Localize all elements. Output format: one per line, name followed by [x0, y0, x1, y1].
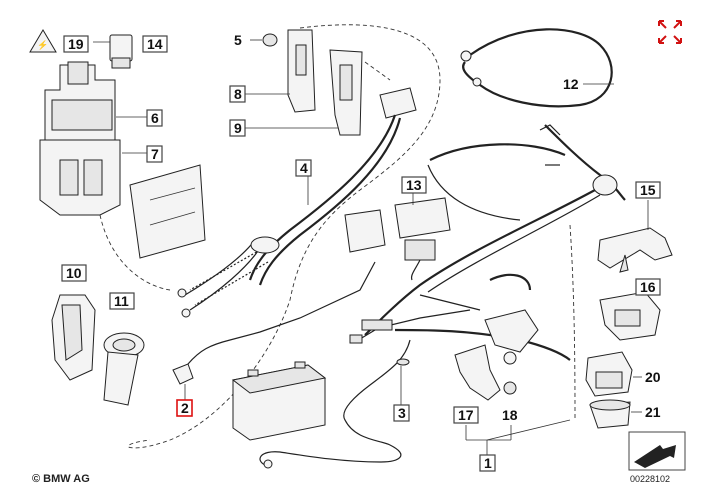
- part-18-nut: [503, 381, 517, 395]
- part-11-grommet: [103, 332, 145, 406]
- part-21-cap: [589, 399, 631, 429]
- label-16[interactable]: 16: [635, 278, 661, 296]
- part-12-ground-cable: [460, 28, 613, 108]
- label-14[interactable]: 14: [142, 35, 168, 53]
- part-number-8: 8: [234, 86, 242, 102]
- part-2-battery-terminal: [172, 261, 376, 385]
- label-17[interactable]: 17: [453, 406, 479, 424]
- label-20[interactable]: 20: [645, 369, 661, 385]
- grouping-outline-right: [569, 224, 576, 421]
- part-10-cover: [51, 294, 96, 381]
- part-3-cable: [259, 339, 411, 469]
- part-17-bracket: [454, 344, 501, 401]
- catalog-arrow-icon: [628, 431, 686, 471]
- part-number-15: 15: [640, 182, 656, 198]
- image-number: 00228102: [630, 474, 670, 484]
- grouping-outline: [127, 24, 441, 449]
- label-1[interactable]: 1: [479, 454, 496, 472]
- label-8[interactable]: 8: [229, 85, 246, 103]
- label-15[interactable]: 15: [635, 181, 661, 199]
- label-10[interactable]: 10: [61, 264, 87, 282]
- assembly-arrow: [364, 61, 391, 81]
- part-14-relay: [109, 34, 133, 69]
- label-11[interactable]: 11: [109, 292, 135, 310]
- part-16-relay-holder: [599, 291, 661, 341]
- part-number-3: 3: [398, 405, 406, 421]
- part-number-1: 1: [484, 455, 492, 471]
- part-number-5: 5: [234, 32, 242, 48]
- part-4-battery-cable: [177, 114, 402, 318]
- label-6[interactable]: 6: [146, 109, 163, 127]
- label-2-highlighted[interactable]: 2: [176, 399, 193, 417]
- main-wiring-harness: [364, 124, 626, 336]
- part-number-11: 11: [114, 293, 129, 309]
- copyright-text: © BMW AG: [32, 473, 90, 485]
- part-7-power-distributor: [39, 139, 206, 259]
- label-12[interactable]: 12: [563, 76, 579, 92]
- part-9-bracket: [329, 49, 363, 136]
- svg-text:⚡: ⚡: [37, 39, 48, 51]
- label-3[interactable]: 3: [393, 404, 410, 422]
- part-15-bracket: [597, 227, 673, 273]
- expand-arrows-icon[interactable]: [656, 18, 684, 46]
- part-number-2: 2: [181, 400, 189, 416]
- label-18[interactable]: 18: [502, 407, 518, 423]
- part-number-17: 17: [458, 407, 474, 423]
- part-number-4: 4: [300, 160, 308, 176]
- label-21[interactable]: 21: [645, 404, 661, 420]
- label-7[interactable]: 7: [146, 145, 163, 163]
- label-5[interactable]: 5: [234, 32, 242, 48]
- battery: [231, 361, 327, 441]
- label-4[interactable]: 4: [295, 159, 312, 177]
- part-8-bracket: [287, 29, 316, 113]
- part-number-21: 21: [645, 404, 661, 420]
- part-number-7: 7: [151, 146, 159, 162]
- part-5-nut: [262, 33, 278, 47]
- part-number-16: 16: [640, 279, 656, 295]
- part-number-10: 10: [66, 265, 82, 281]
- part-1-wiring-set: [349, 273, 571, 365]
- part-20-cap: [585, 351, 633, 397]
- part-number-19: 19: [68, 36, 84, 52]
- part-13-connector-housing: [344, 197, 451, 281]
- grouping-outline-left: [99, 214, 171, 291]
- leader-1-right: [486, 419, 571, 441]
- part-6-fuse-carrier: [44, 61, 116, 141]
- label-13[interactable]: 13: [401, 176, 427, 194]
- part-number-14: 14: [147, 36, 163, 52]
- part-19-warning-sign: ⚡: [29, 29, 57, 53]
- part-number-18: 18: [502, 407, 518, 423]
- part-number-13: 13: [406, 177, 422, 193]
- part-number-9: 9: [234, 120, 242, 136]
- label-9[interactable]: 9: [229, 119, 246, 137]
- part-number-20: 20: [645, 369, 661, 385]
- part-number-12: 12: [563, 76, 579, 92]
- part-number-6: 6: [151, 110, 159, 126]
- connector-plug-top: [379, 87, 417, 119]
- label-19[interactable]: 19: [63, 35, 89, 53]
